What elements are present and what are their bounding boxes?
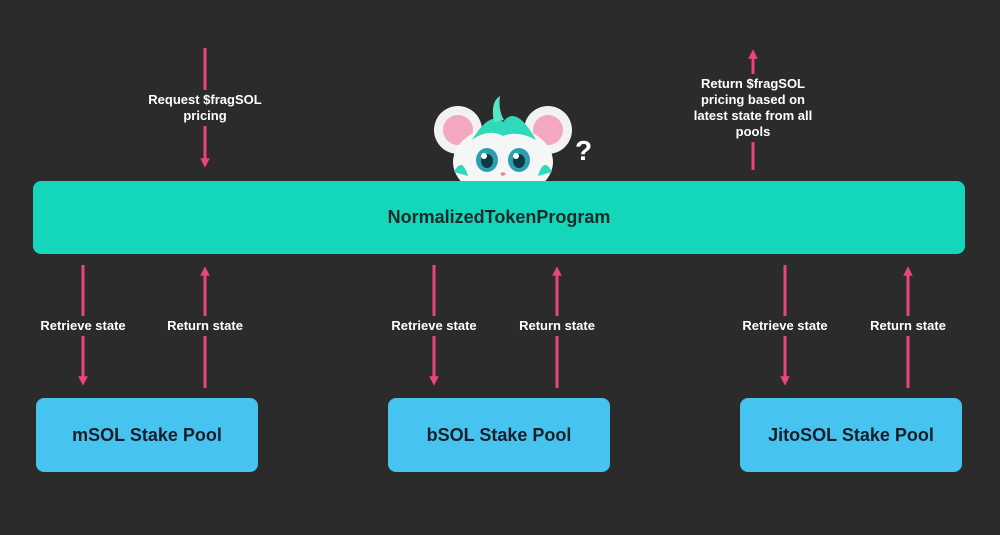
retrieve-state-label-msol: Retrieve state [38,316,128,336]
mascot-icon [434,96,572,182]
bsol-stake-pool-box: bSOL Stake Pool [388,398,610,472]
pool-label: bSOL Stake Pool [426,424,572,445]
return-state-label-msol: Return state [165,316,245,336]
pool-label: JitoSOL Stake Pool [768,424,934,445]
normalized-token-program-bar: NormalizedTokenProgram [33,181,965,254]
jitosol-stake-pool-box: JitoSOL Stake Pool [740,398,962,472]
request-pricing-label: Request $fragSOL pricing [138,90,272,126]
msol-stake-pool-box: mSOL Stake Pool [36,398,258,472]
question-mark: ? [575,135,593,166]
return-pricing-label: Return $fragSOL pricing based on latest … [686,74,820,142]
retrieve-state-label-bsol: Retrieve state [389,316,479,336]
retrieve-state-label-jitosol: Retrieve state [740,316,830,336]
return-state-label-jitosol: Return state [868,316,948,336]
program-label: NormalizedTokenProgram [387,207,611,227]
return-state-label-bsol: Return state [517,316,597,336]
pool-label: mSOL Stake Pool [72,424,222,445]
